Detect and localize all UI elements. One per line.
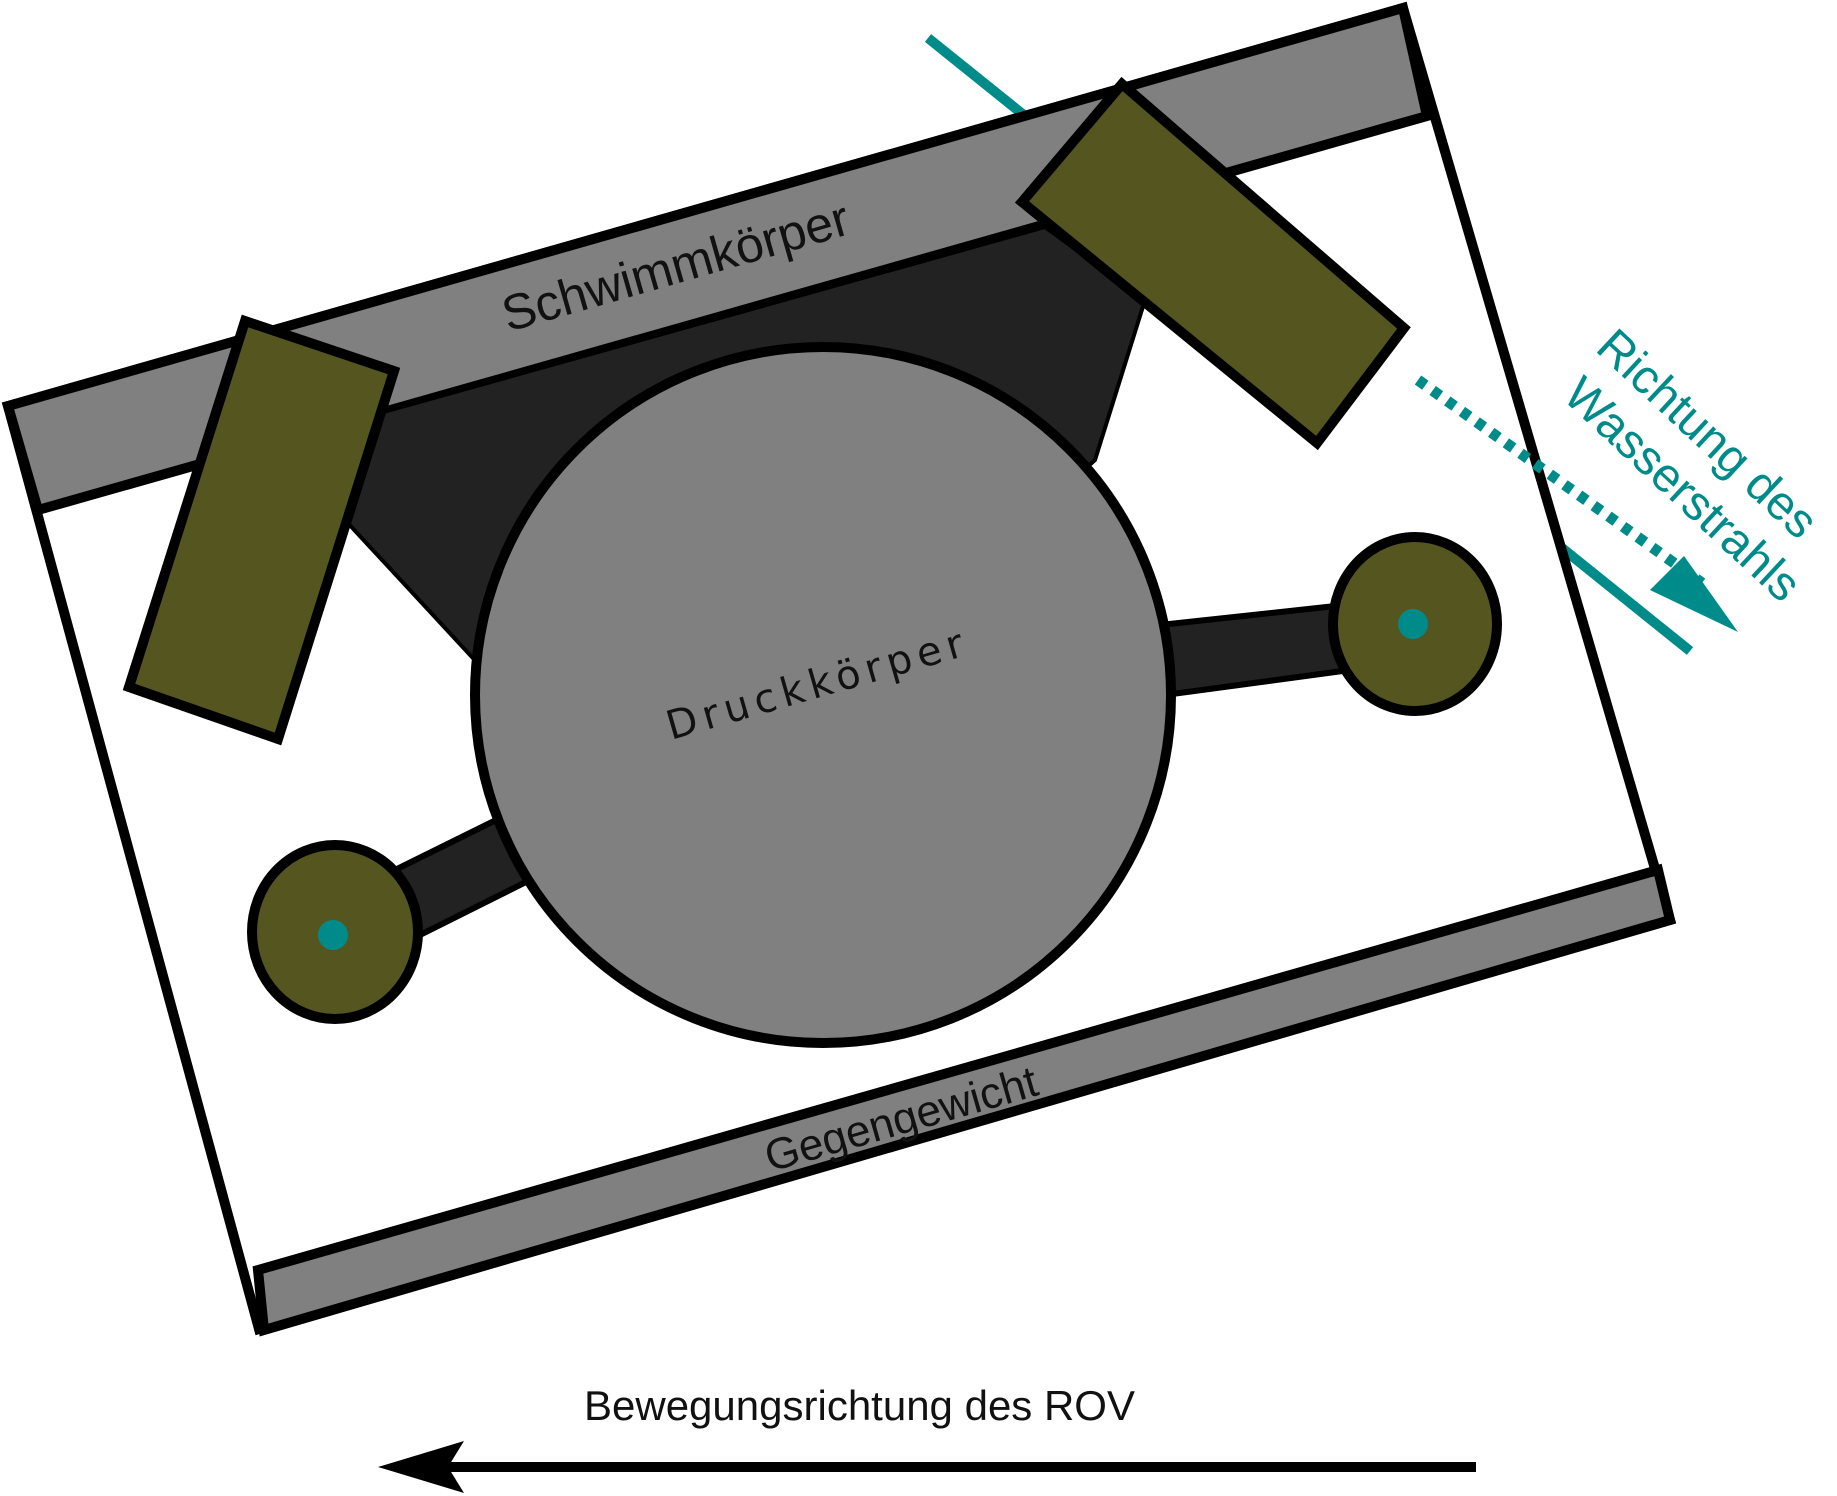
water-jet-dotted-line xyxy=(1414,375,1706,588)
left-vertical-thruster xyxy=(122,314,401,746)
pressure-hull xyxy=(470,342,1176,1048)
movement-direction-label: Bewegungsrichtung des ROV xyxy=(584,1382,1135,1429)
counterweight-bar xyxy=(252,863,1676,1337)
right-vertical-thruster xyxy=(1014,76,1411,451)
left-thruster-hub-icon xyxy=(318,920,348,950)
water-jet-arrowhead-icon xyxy=(1650,556,1738,632)
movement-arrowhead-icon xyxy=(378,1441,464,1493)
right-thruster-hub-icon xyxy=(1398,609,1428,639)
